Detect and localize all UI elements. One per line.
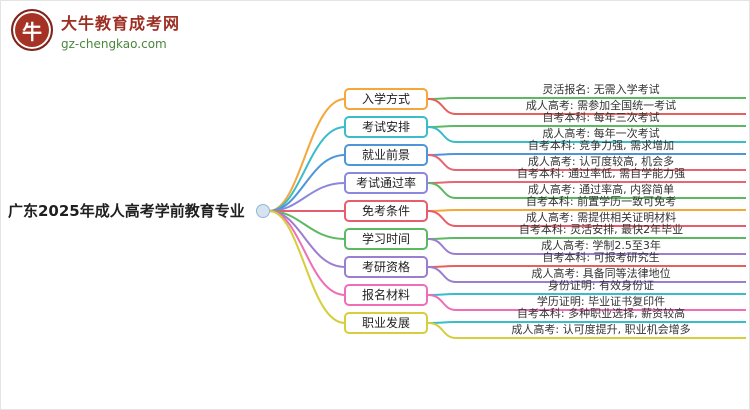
leaf-node: 自考本科: 竞争力强, 需求增加 (456, 138, 746, 155)
branch-line (268, 210, 346, 240)
leaf-line (427, 126, 457, 143)
topic-exam-schedule: 考试安排 (344, 116, 428, 138)
brand-name: 大牛教育成考网 (61, 13, 181, 33)
leaf-line (427, 209, 457, 212)
branch-line (268, 154, 346, 212)
leaf-line (427, 237, 457, 240)
leaf-node: 灵活报名: 无需入学考试 (456, 82, 746, 99)
topic-exemption-conditions: 免考条件 (344, 200, 428, 222)
topic-career-outlook: 就业前景 (344, 144, 428, 166)
leaf-line (427, 322, 457, 339)
leaf-line (427, 181, 457, 184)
leaf-node: 身份证明: 有效身份证 (456, 278, 746, 295)
branch-line (268, 210, 346, 268)
branch-line (268, 210, 346, 324)
leaf-node: 学历证明: 毕业证书复印件 (456, 294, 746, 311)
topic-postgrad-eligibility: 考研资格 (344, 256, 428, 278)
leaf-line (427, 125, 457, 128)
leaf-line (427, 153, 457, 156)
leaf-line (427, 238, 457, 255)
leaf-node: 成人高考: 认可度提升, 职业机会增多 (456, 322, 746, 339)
topic-pass-rate: 考试通过率 (344, 172, 428, 194)
topic-application-materials: 报名材料 (344, 284, 428, 306)
topic-study-duration: 学习时间 (344, 228, 428, 250)
leaf-node: 成人高考: 认可度较高, 机会多 (456, 154, 746, 171)
branch-line (268, 210, 346, 296)
leaf-node: 成人高考: 需参加全国统一考试 (456, 98, 746, 115)
leaf-node: 自考本科: 前置学历一致可免考 (456, 194, 746, 211)
leaf-node: 成人高考: 学制2.5至3年 (456, 238, 746, 255)
leaf-line (427, 293, 457, 296)
branch-line (268, 182, 346, 212)
logo-text: 大牛教育成考网 gz-chengkao.com (61, 10, 180, 51)
leaf-node: 自考本科: 多种职业选择, 薪资较高 (456, 306, 746, 323)
leaf-line (427, 154, 457, 171)
root-collapse-handle (256, 204, 270, 218)
leaf-line (427, 294, 457, 311)
leaf-line (427, 182, 457, 199)
brand-domain: gz-chengkao.com (61, 36, 167, 51)
root-topic: 广东2025年成人高考学前教育专业 (8, 202, 245, 220)
site-logo: 牛 大牛教育成考网 gz-chengkao.com (11, 9, 180, 51)
leaf-node: 成人高考: 需提供相关证明材料 (456, 210, 746, 227)
leaf-line (427, 265, 457, 268)
branch-line (268, 98, 346, 212)
branch-line (268, 126, 346, 212)
leaf-line (427, 266, 457, 283)
leaf-node: 自考本科: 每年三次考试 (456, 110, 746, 127)
leaf-node: 自考本科: 可报考研究生 (456, 250, 746, 267)
leaf-node: 自考本科: 灵活安排, 最快2年毕业 (456, 222, 746, 239)
topic-admission-method: 入学方式 (344, 88, 428, 110)
leaf-node: 自考本科: 通过率低, 需自学能力强 (456, 166, 746, 183)
leaf-line (427, 210, 457, 227)
topic-career-development: 职业发展 (344, 312, 428, 334)
leaf-node: 成人高考: 每年一次考试 (456, 126, 746, 143)
leaf-line (427, 97, 457, 100)
leaf-node: 成人高考: 通过率高, 内容简单 (456, 182, 746, 199)
leaf-node: 成人高考: 具备同等法律地位 (456, 266, 746, 283)
brand-seal-icon: 牛 (11, 9, 53, 51)
seal-glyph: 牛 (22, 19, 42, 44)
leaf-line (427, 98, 457, 115)
leaf-line (427, 321, 457, 324)
